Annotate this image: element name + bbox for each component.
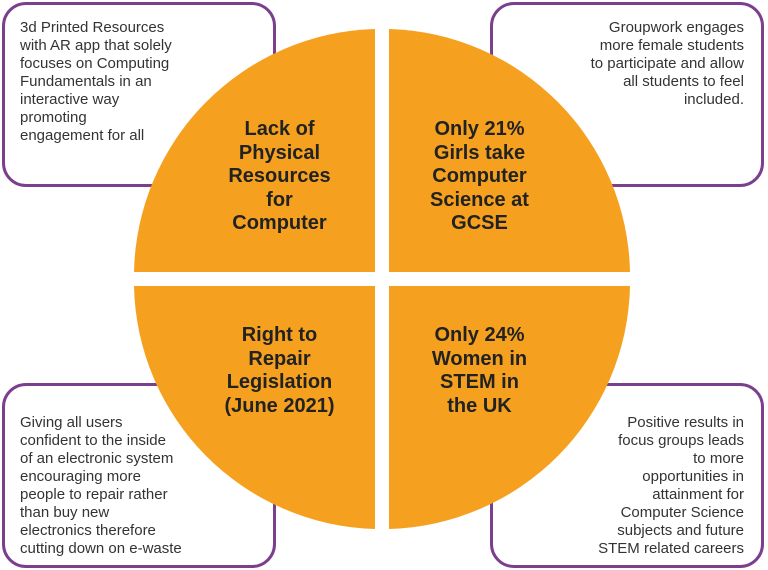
- quadrant-top-left: [134, 29, 375, 272]
- quadrant-label-bottom-right: Only 24% Women in STEM in the UK: [431, 324, 528, 417]
- quadrant-label-top-left: Lack of Physical Resources for Computer: [228, 118, 331, 234]
- quadrant-bottom-left: [134, 286, 375, 529]
- quadrant-label-bottom-left: Right to Repair Legislation (June 2021): [224, 324, 335, 417]
- quadrant-bottom-right: [389, 286, 630, 529]
- quadrant-top-right: [389, 29, 630, 272]
- quadrant-label-top-right: Only 21% Girls take Computer Science at …: [430, 118, 529, 234]
